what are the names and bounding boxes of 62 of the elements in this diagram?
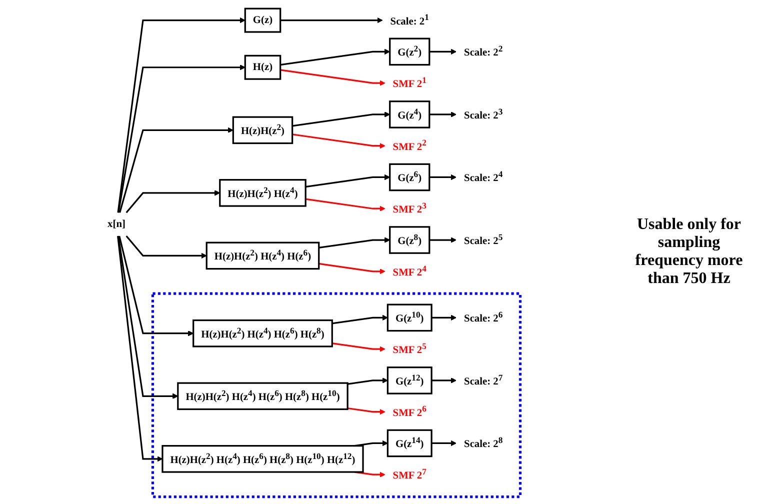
arrow	[432, 378, 456, 384]
node-box	[206, 242, 320, 270]
arrow	[305, 198, 386, 212]
node-box	[386, 304, 432, 332]
arrow	[429, 237, 456, 243]
arrow	[347, 378, 388, 385]
arrow	[118, 64, 246, 213]
node-box	[389, 100, 430, 128]
arrow	[292, 112, 390, 127]
node-box	[386, 366, 432, 394]
arrow	[280, 69, 386, 86]
arrow	[280, 48, 390, 66]
node-box	[177, 382, 348, 410]
node-box	[386, 429, 432, 458]
node-text: Scale: 2$^{7}$	[464, 372, 503, 388]
arrow	[318, 237, 390, 248]
arrow	[432, 314, 456, 321]
node-text: Scale: 2$^{1}$	[390, 12, 429, 27]
node-text: SMF 2$^{5}$	[392, 341, 426, 356]
node-box	[244, 8, 282, 33]
node-text: SMF 2$^{4}$	[392, 264, 426, 278]
arrow	[117, 17, 246, 213]
node-text: SMF 2$^{7}$	[392, 466, 426, 482]
node-box	[244, 54, 282, 80]
node-box	[389, 226, 430, 254]
arrow	[332, 314, 388, 324]
node-text: SMF 2$^{2}$	[392, 138, 426, 152]
node-box	[389, 38, 430, 66]
arrow	[118, 236, 194, 336]
arrow	[318, 262, 386, 274]
arrow	[332, 342, 386, 352]
node-text: Scale: 2$^{8}$	[464, 435, 503, 450]
node-text: x[n]	[108, 218, 126, 230]
arrow	[432, 440, 456, 446]
node-text: Scale: 2$^{6}$	[464, 310, 503, 324]
arrow	[429, 112, 456, 118]
node-box	[162, 445, 364, 473]
arrow	[119, 127, 234, 213]
node-text: Scale: 2$^{3}$	[464, 106, 503, 122]
node-box	[192, 319, 333, 348]
arrow	[280, 17, 383, 24]
arrow	[305, 174, 390, 188]
arrow	[126, 235, 207, 259]
arrow	[429, 48, 456, 55]
node-box	[232, 116, 294, 144]
note-text: Usable only for sampling frequency more than 750 Hz	[634, 216, 744, 288]
cluster	[151, 292, 522, 498]
arrow	[429, 174, 456, 180]
node-box	[389, 163, 430, 192]
arrow	[117, 236, 163, 462]
node-text: SMF 2$^{3}$	[392, 200, 426, 216]
node-box	[219, 179, 306, 207]
node-text: Scale: 2$^{2}$	[464, 44, 503, 58]
filter-bank-diagram: x[n] G(z) Scale: 2$^{1}$ H(z) G(z$^{2}$) Scale: 2$^{2}$ SMF 2$^{1}$ H(z)H(z$^{2}$) G(z$^{4}$) Scale: 2$^{3}$ SMF 2$^{2}$ H(z)H(z$^{2}$) H(z$^{4}$) G(z$^{6}$) Scale: 2$^{4}$ SMF 2$^{3}$ H(z)H(z$^{2}$) H(z$^{4}$) H(z$^{6}$) G(z$^{8}$) Scale: 2$^{5}$ SMF 2$^{4}$ H(z)H(z$^{2}$) H(z$^{4}$) H(z$^{6}$) H(z$^{8}$) G(z$^{10}$) Scale: 2$^{6}$ SMF 2$^{5}$ H(z)H(z$^{2}$) H(z$^{4}$) H(z$^{6}$) H(z$^{8}$) H(z$^{10}$) G(z$^{12}$) Scale: 2$^{7}$ SMF 2$^{6}$ H(z)H(z$^{2}$) H(z$^{4}$) H(z$^{6}$) H(z$^{8}$) H(z$^{10}$) H(z$^{12}$) G(z$^{14}$) Scale: 2$^{8}$ SMF 2$^{7}$	[0, 2, 620, 502]
node-text: Scale: 2$^{4}$	[464, 169, 503, 184]
arrow	[347, 407, 386, 415]
arrow	[118, 236, 178, 399]
arrow	[126, 190, 220, 214]
node-text: Scale: 2$^{5}$	[464, 232, 503, 247]
arrow	[292, 134, 386, 149]
node-text: SMF 2$^{1}$	[392, 75, 426, 90]
node-text: SMF 2$^{6}$	[392, 404, 426, 418]
